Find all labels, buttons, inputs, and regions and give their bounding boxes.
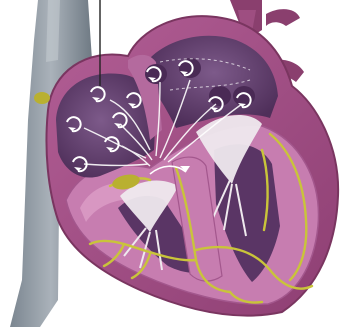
- sa-node: [34, 92, 50, 104]
